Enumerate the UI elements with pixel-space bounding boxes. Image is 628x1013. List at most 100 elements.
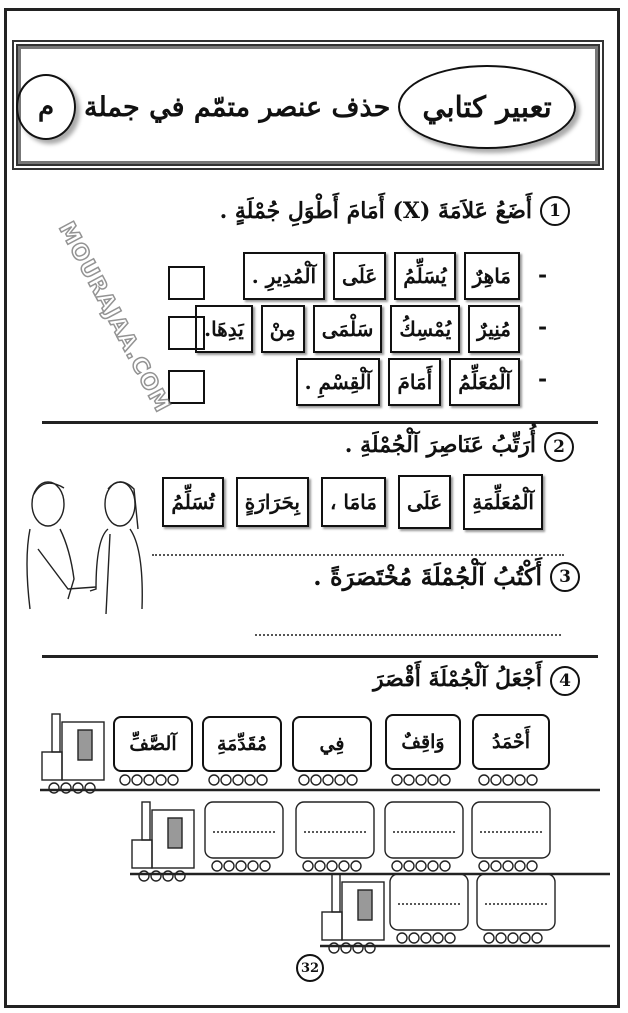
handshake-illustration [26,481,143,614]
header-content: م حذف عنصر متمّم في جملة تعبير كتابي [16,64,576,150]
wheel [396,932,408,944]
engine-boiler [41,751,63,781]
word-box: يُمْسِكُ [390,305,461,353]
wheel [526,774,538,786]
badge-letter: م [37,92,55,122]
wheel [302,860,314,872]
wheel [439,774,451,786]
wheel [143,774,155,786]
wheel [211,860,223,872]
wheel [403,860,415,872]
train-car-empty [204,801,284,859]
train-car-empty [476,873,556,931]
sentence-row: مُنِيرٌ يُمْسِكُ سَلْمَى مِنْ يَدِهَا. [195,305,520,353]
wheel [72,782,84,794]
train-car-empty [389,873,469,931]
engine-window [77,729,93,761]
wheel [519,932,531,944]
wheel [514,774,526,786]
wheel [420,932,432,944]
sentence-row: مَاهِرٌ يُسَلِّمُ عَلَى آلْمُدِيرِ . [242,252,520,300]
wheel [167,774,179,786]
wheel [162,870,174,882]
wheel [259,860,271,872]
wheel [415,774,427,786]
answer-checkbox[interactable] [168,370,205,404]
wheel [439,860,451,872]
wheel [310,774,322,786]
word-box: يُسَلِّمُ [394,252,456,300]
wheel [131,774,143,786]
word-box: آلْقِسْمِ . [295,358,381,406]
wheel [495,932,507,944]
wheel [415,860,427,872]
wheel [244,774,256,786]
trains-drawing [40,713,610,954]
train-car: وَاقِفٌ [385,714,461,770]
wheel [220,774,232,786]
train-car: مُقَدِّمَةِ [202,716,282,772]
engine-cab [341,881,385,941]
wheel [174,870,186,882]
answer-line[interactable] [255,634,561,636]
wheel [427,774,439,786]
wheel [350,860,362,872]
divider [42,421,598,424]
answer-checkbox[interactable] [168,316,205,350]
train-car-empty [471,801,551,859]
wheel [391,860,403,872]
wheel [232,774,244,786]
wheel [256,774,268,786]
header-banner [12,40,604,170]
row-dash: - [538,366,548,392]
wheel [490,860,502,872]
exercise-3-instruction: أَكْتُبُ آلْجُمْلَةَ مُخْتَصَرَةً . [313,562,542,591]
exercise-4-number: 4 [550,666,580,696]
wheel [328,942,340,954]
word-box: مِنْ [260,305,305,353]
wheel [298,774,310,786]
train-car: آلصَّفِّ [113,716,193,772]
wheel [119,774,131,786]
wheel [531,932,543,944]
wheel [403,774,415,786]
word-box: مَامَا ، [320,477,386,527]
wheel [478,774,490,786]
wheel [60,782,72,794]
wheel [483,932,495,944]
worksheet-subtitle: حذف عنصر متمّم في جملة [84,91,391,123]
wheel [346,774,358,786]
engine-chimney [141,801,151,841]
engine-boiler [321,911,343,941]
row-dash: - [538,262,548,288]
word-box: آلْمُعَلِّمَةِ [463,474,543,530]
wheel [247,860,259,872]
wheel [507,932,519,944]
wheel [432,932,444,944]
train-car-empty [295,801,375,859]
wheel [338,860,350,872]
wheel [502,774,514,786]
wheel [340,942,352,954]
exercise-2-number: 2 [544,432,574,462]
engine-cab [151,809,195,869]
wheel [444,932,456,944]
engine-window [357,889,373,921]
wheel [208,774,220,786]
answer-line[interactable] [152,554,564,556]
engine-boiler [131,839,153,869]
word-box: مَاهِرٌ [463,252,520,300]
wheel [334,774,346,786]
wheel [223,860,235,872]
wheel [235,860,247,872]
word-box: عَلَى [333,252,387,300]
word-box: بِحَرَارَةٍ [235,477,309,527]
word-box: مُنِيرٌ [468,305,520,353]
answer-checkbox[interactable] [168,266,205,300]
wheel [478,860,490,872]
exercise-3-number: 3 [550,562,580,592]
engine-cab [61,721,105,781]
title-oval: تعبير كتابي [398,65,576,149]
words-to-order: آلْمُعَلِّمَةِ عَلَى مَامَا ، بِحَرَارَة… [162,474,543,530]
page-frame [4,8,620,1008]
